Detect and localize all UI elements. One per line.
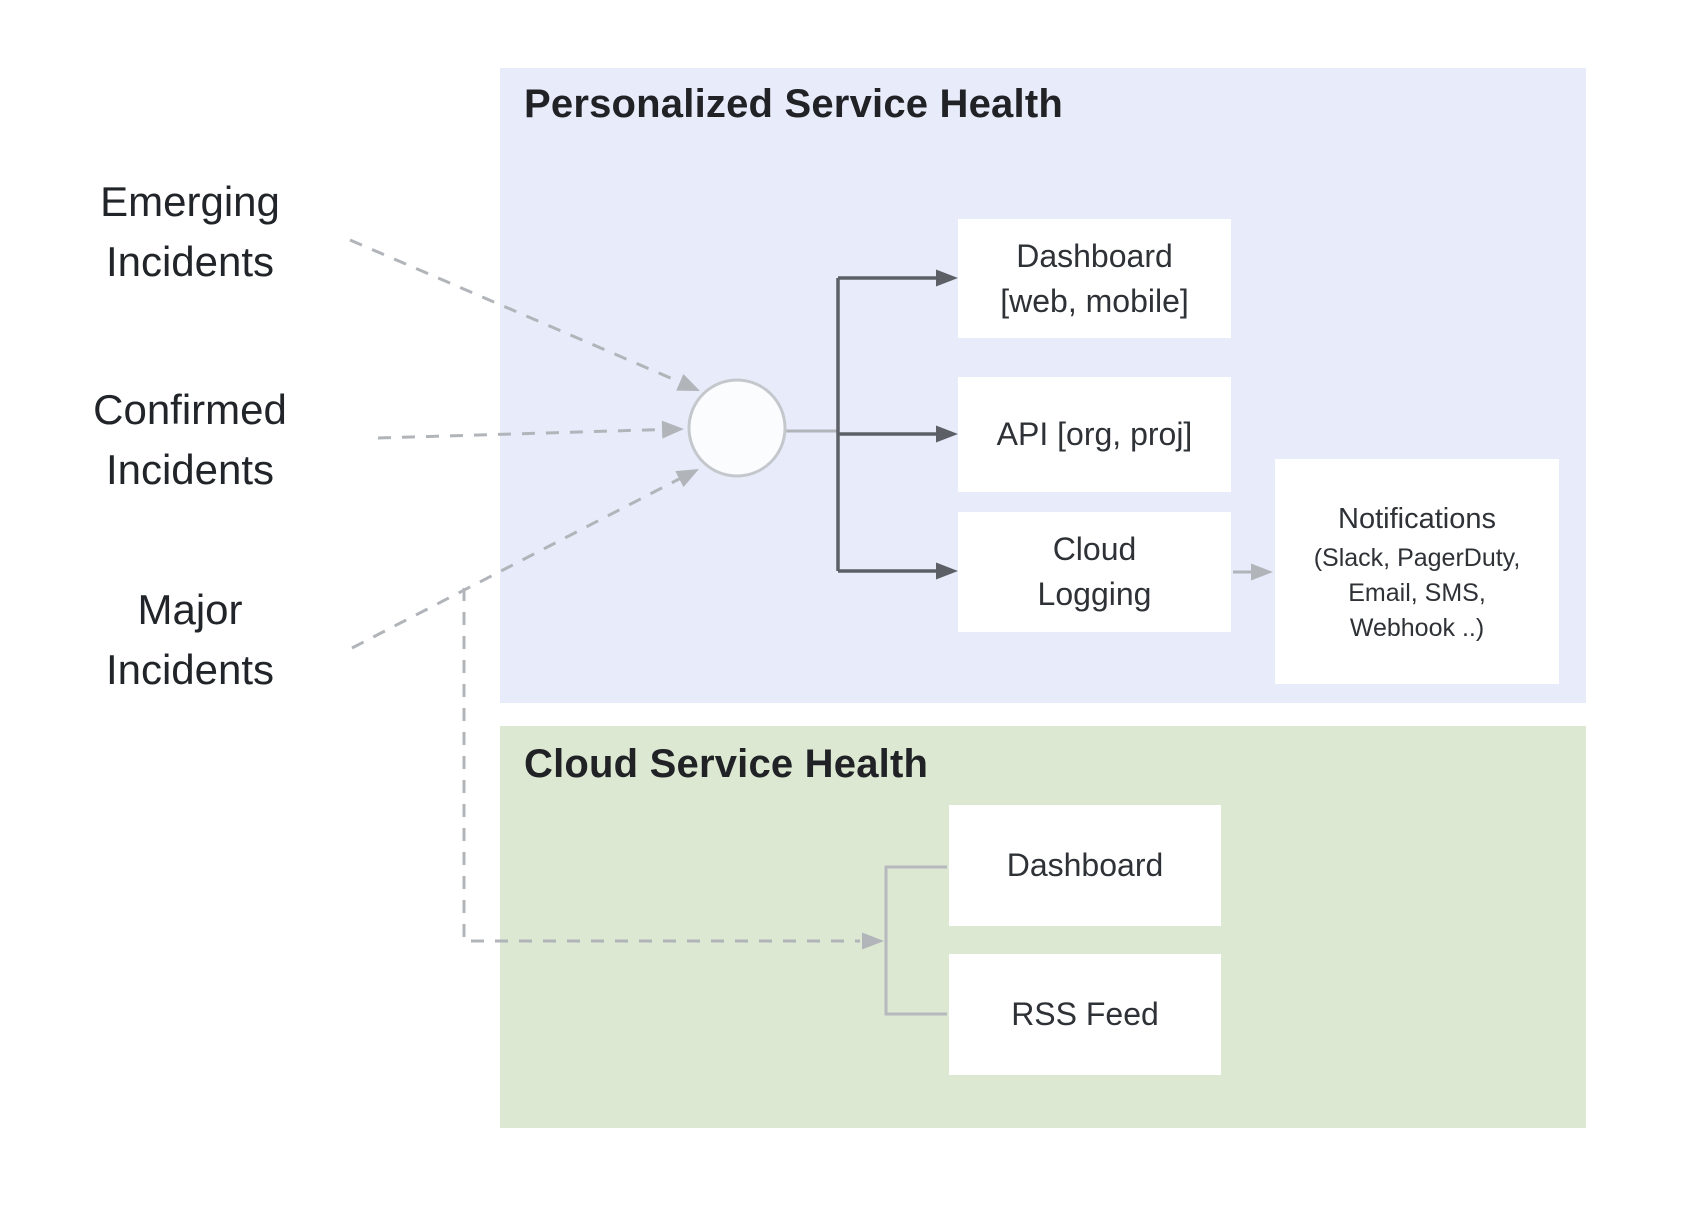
notifications-channels-line: Email, SMS, [1348, 579, 1486, 607]
node-public-dashboard: Dashboard [949, 805, 1221, 926]
source-label-line: Major [137, 586, 243, 633]
source-label-confirmed-incidents: Confirmed Incidents [40, 380, 340, 500]
notifications-title: Notifications [1338, 503, 1496, 535]
source-label-line: Incidents [105, 446, 275, 493]
node-label-line: Cloud [1052, 531, 1137, 567]
node-label-line: Dashboard [1016, 237, 1173, 274]
source-label-line: Confirmed [93, 386, 287, 433]
personalized-section-title: Personalized Service Health [524, 82, 1063, 126]
source-label-line: Emerging [100, 178, 280, 225]
notifications-channels-line: Webhook ..) [1349, 614, 1485, 642]
source-label-emerging-incidents: Emerging Incidents [40, 172, 340, 292]
node-dashboard-web-mobile: Dashboard [web, mobile] [958, 219, 1231, 338]
node-api-org-proj: API [org, proj] [958, 377, 1231, 492]
node-label-line: Logging [1037, 576, 1152, 612]
node-label-line: RSS Feed [1011, 996, 1159, 1032]
node-label-line: Dashboard [1006, 847, 1164, 883]
node-cloud-logging: Cloud Logging [958, 512, 1231, 632]
cloud-section-title: Cloud Service Health [524, 742, 929, 786]
source-label-line: Incidents [105, 238, 275, 285]
node-rss-feed: RSS Feed [949, 954, 1221, 1075]
node-label-line: API [org, proj] [996, 416, 1193, 452]
node-notifications: Notifications (Slack, PagerDuty, Email, … [1275, 459, 1559, 684]
node-label-line: [web, mobile] [1000, 282, 1189, 319]
source-label-line: Incidents [105, 646, 275, 693]
notifications-channels-line: (Slack, PagerDuty, [1313, 544, 1521, 572]
source-label-major-incidents: Major Incidents [40, 580, 340, 700]
